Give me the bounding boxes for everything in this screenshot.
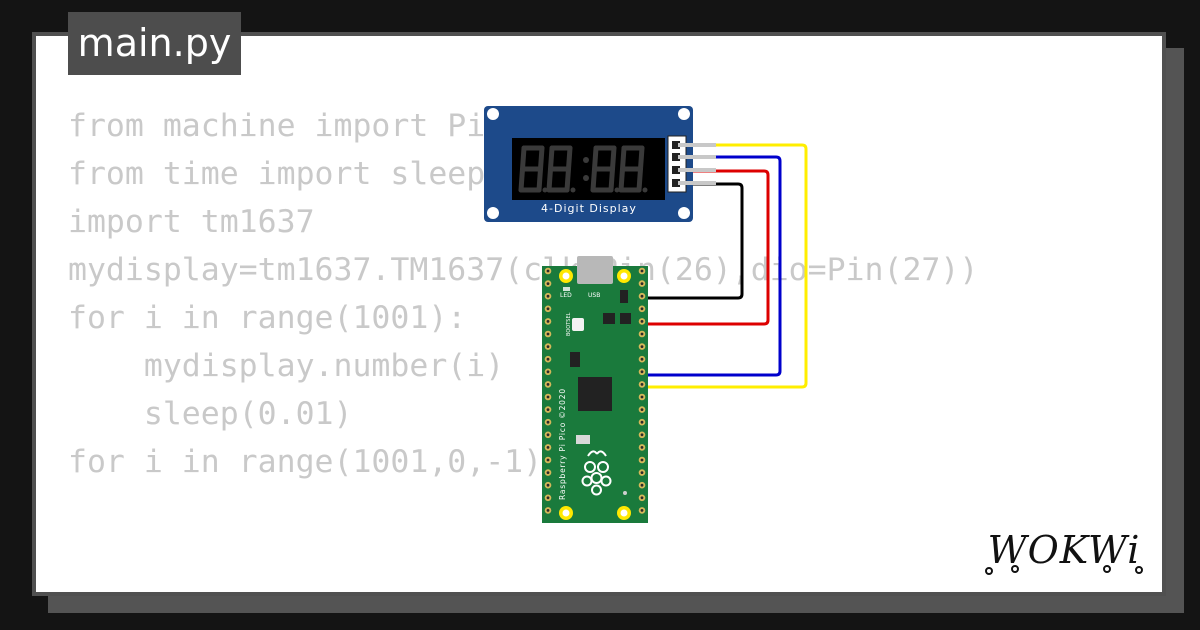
bootsel-button[interactable] <box>572 318 584 331</box>
pico-pin-hole <box>640 345 644 348</box>
pico-pin-hole <box>546 370 550 374</box>
pico-pin-hole <box>546 320 550 323</box>
pico-pin-hole <box>640 408 644 411</box>
pico-pin-hole <box>640 294 644 298</box>
digit-segment <box>620 145 627 172</box>
pico-pin-hole <box>640 332 644 336</box>
raspberry-logo-icon <box>581 450 612 496</box>
pico-pin-hole <box>546 357 550 361</box>
pico-pin-hole <box>546 483 550 487</box>
pico-pin-hole <box>640 307 644 311</box>
pico-pin-hole <box>546 282 550 285</box>
wire-gnd[interactable] <box>636 143 808 389</box>
wire-clk[interactable] <box>636 182 744 300</box>
pico-pin-hole <box>640 483 644 487</box>
digit-segment <box>638 145 645 172</box>
bootsel-label: BOOTSEL <box>566 312 572 336</box>
pin-row-right <box>638 267 646 514</box>
pico-pin-hole <box>640 458 644 462</box>
pico-pin-hole <box>546 307 550 311</box>
digit-segment <box>518 166 525 193</box>
file-tab[interactable]: main.py <box>68 12 241 75</box>
pico-pin-hole <box>640 320 644 323</box>
seven-segment-digits <box>518 145 648 193</box>
raspberry-pi-pico[interactable]: LED USB BOOTSEL Raspberry Pi Pico ©2020 <box>542 256 648 523</box>
rp2040-chip <box>578 377 612 411</box>
pico-pin-hole <box>546 383 550 386</box>
code-line: for i in range(1001,0,-1): <box>68 444 562 480</box>
digit-segment <box>538 145 545 172</box>
pico-pin-hole <box>640 370 644 374</box>
wire-vcc[interactable] <box>636 155 782 377</box>
usb-connector <box>577 256 613 284</box>
wire-dio[interactable] <box>636 169 770 326</box>
pico-pin-hole <box>546 496 550 500</box>
pico-pin-hole <box>640 395 644 399</box>
display-label: 4-Digit Display <box>541 202 637 215</box>
pico-pin-hole <box>640 496 644 500</box>
pin-row-left <box>544 267 552 514</box>
digit-segment <box>536 166 543 193</box>
pico-pin-hole <box>546 345 550 348</box>
digit-segment <box>564 166 571 193</box>
usb-label: USB <box>588 292 600 299</box>
pico-pin-hole <box>546 294 550 298</box>
pico-pin-hole <box>640 420 644 424</box>
decimal-point <box>542 187 548 193</box>
pico-pin-hole <box>546 269 550 273</box>
decimal-point <box>570 187 576 193</box>
pico-pin-hole <box>640 269 644 273</box>
file-tab-label: main.py <box>77 21 232 65</box>
pico-pin-hole <box>640 471 644 474</box>
pico-pin-hole <box>546 332 550 336</box>
wokwi-logo: WOKWi <box>985 528 1143 575</box>
digit-segment <box>636 166 643 193</box>
digit-segment <box>546 166 553 193</box>
code-line: import tm1637 <box>68 204 315 240</box>
digit-segment <box>590 166 597 193</box>
digit-segment <box>618 166 625 193</box>
pico-pin-hole <box>640 282 644 285</box>
code-line: mydisplay.number(i) <box>68 348 505 384</box>
code-line: for i in range(1001): <box>68 300 467 336</box>
pico-pin-hole <box>546 420 550 424</box>
pico-pin-hole <box>546 395 550 399</box>
digit-segment <box>566 145 573 172</box>
pico-pin-hole <box>640 383 644 386</box>
digit-segment <box>608 166 615 193</box>
pico-pin-hole <box>546 458 550 462</box>
code-line: sleep(0.01) <box>68 396 353 432</box>
digit-segment <box>592 145 599 172</box>
pico-pin-hole <box>640 433 644 437</box>
pico-pin-hole <box>640 509 644 512</box>
code-line: from time import sleep <box>68 156 486 192</box>
code-line: mydisplay=tm1637.TM1637(clk=Pin(26),dio=… <box>68 252 979 288</box>
wokwi-logo-text: WOKWi <box>988 528 1141 572</box>
pico-pin-hole <box>546 408 550 411</box>
digit-segment <box>610 145 617 172</box>
pico-pin-hole <box>546 471 550 474</box>
pico-pin-hole <box>546 509 550 512</box>
led-label: LED <box>560 292 572 299</box>
board-label: Raspberry Pi Pico ©2020 <box>558 388 567 500</box>
pico-pin-hole <box>640 357 644 361</box>
pico-pin-hole <box>546 446 550 449</box>
code-line: from machine import Pin <box>68 108 505 144</box>
digit-segment <box>520 145 527 172</box>
code-view: from machine import Pin from time import … <box>68 102 978 486</box>
pico-pin-hole <box>546 433 550 437</box>
digit-segment <box>548 145 555 172</box>
tm1637-display-module[interactable]: 4-Digit Display <box>484 106 716 222</box>
pico-pin-hole <box>640 446 644 449</box>
decimal-point <box>614 187 620 193</box>
decimal-point <box>642 187 648 193</box>
